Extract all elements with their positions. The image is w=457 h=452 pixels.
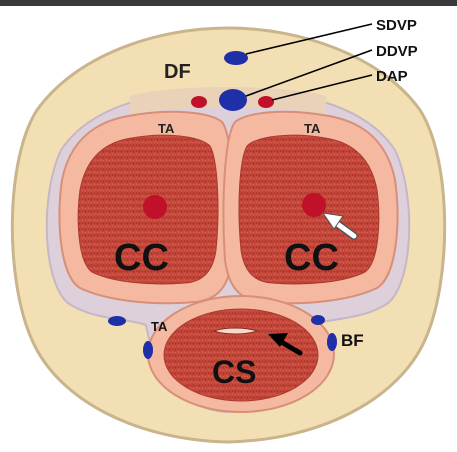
label-ta-bottom: TA xyxy=(151,319,168,334)
deep-dorsal-vein xyxy=(219,89,247,111)
left-dorsal-artery xyxy=(191,96,207,108)
right-lateral-vein-upper xyxy=(311,315,325,325)
label-cs: CS xyxy=(212,354,256,390)
right-cavernosal-artery xyxy=(302,193,326,217)
label-cc-right: CC xyxy=(284,237,339,279)
label-cc-left: CC xyxy=(114,237,169,279)
right-lateral-vein-lower xyxy=(327,333,337,351)
label-dap: DAP xyxy=(376,68,408,85)
label-sdvp: SDVP xyxy=(376,17,417,34)
top-dark-strip xyxy=(0,0,457,6)
superficial-dorsal-vein xyxy=(224,51,248,65)
label-ta-right: TA xyxy=(304,121,321,136)
urethra xyxy=(214,328,257,334)
right-dorsal-artery xyxy=(258,96,274,108)
label-ddvp: DDVP xyxy=(376,43,418,60)
left-cavernosal-artery xyxy=(143,195,167,219)
label-ta-left: TA xyxy=(158,121,175,136)
label-bf: BF xyxy=(341,331,364,350)
left-lateral-vein-lower xyxy=(143,341,153,359)
label-df: DF xyxy=(164,61,191,83)
left-lateral-vein-upper xyxy=(108,316,126,326)
